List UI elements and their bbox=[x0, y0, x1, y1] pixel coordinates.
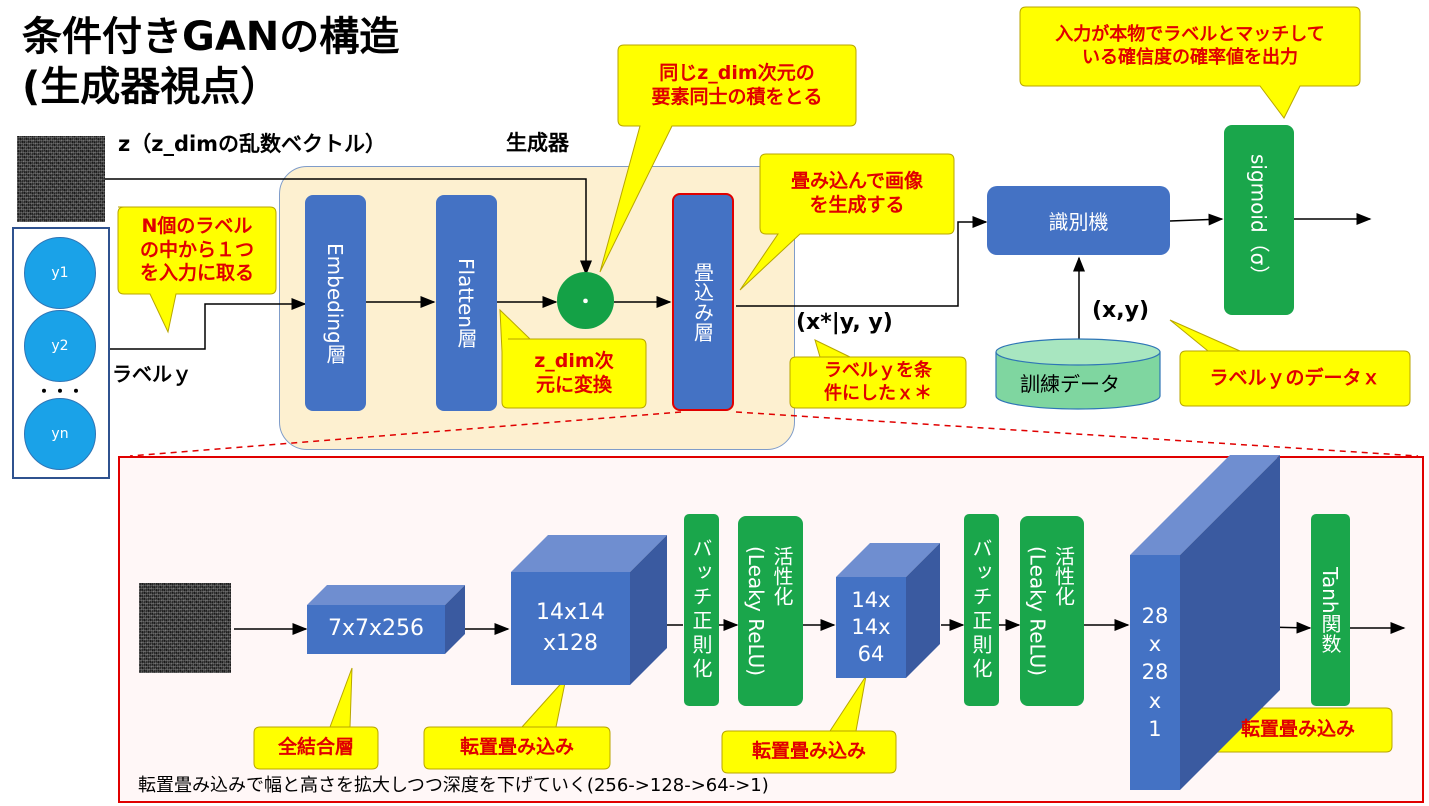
label-y-text: ラベルｙ bbox=[112, 362, 192, 386]
callout-fully-connected: 全結合層 bbox=[277, 736, 354, 759]
activation-label-1: 活性化 (Leaky ReLU) bbox=[744, 545, 794, 677]
callout-output-prob: 入力が本物でラベルとマッチして いる確信度の確率値を出力 bbox=[1055, 24, 1325, 68]
callout-n-labels: N個のラベル の中から１つ を入力に取る bbox=[139, 214, 254, 285]
label-item-y1: y1 bbox=[24, 237, 96, 309]
cube-14x14x64: 14x 14x 64 bbox=[836, 577, 906, 678]
batchnorm-label-2: バッチ正則化 bbox=[969, 538, 993, 682]
discriminator-box: 識別機 bbox=[987, 186, 1170, 255]
flatten-layer: Flatten層 bbox=[436, 195, 497, 411]
label-ellipsis: ・・・ bbox=[36, 382, 85, 401]
noise-image-input bbox=[139, 583, 231, 673]
sigmoid-box: sigmoid（σ） bbox=[1224, 125, 1294, 315]
noise-image-z bbox=[17, 136, 105, 222]
cube-7x7x256-label: 7x7x256 bbox=[327, 616, 425, 642]
callout-same-dim: 同じz_dim次元の 要素同士の積をとる bbox=[651, 61, 823, 108]
page-title: 条件付きGANの構造 (生成器視点） bbox=[22, 14, 400, 110]
activation-block-1: 活性化 (Leaky ReLU) bbox=[738, 516, 803, 706]
batchnorm-label-1: バッチ正則化 bbox=[689, 538, 713, 682]
activation-label-2: 活性化 (Leaky ReLU) bbox=[1025, 545, 1076, 677]
flatten-layer-label: Flatten層 bbox=[454, 258, 478, 348]
embedding-layer-label: Embeding層 bbox=[323, 242, 347, 364]
callout-z-dim-convert: z_dim次 元に変換 bbox=[534, 349, 614, 396]
callout-cond-x: ラベルｙを条 件にしたｘ＊ bbox=[824, 360, 932, 404]
xy-label: (x,y) bbox=[1092, 298, 1149, 323]
cube-14x14x128-label: 14x14 x128 bbox=[535, 599, 605, 656]
embedding-layer: Embeding層 bbox=[305, 195, 366, 411]
callout-tconv-1: 転置畳み込み bbox=[459, 736, 574, 759]
x-star-label: (x*|y, y) bbox=[796, 310, 893, 335]
batchnorm-block-1: バッチ正則化 bbox=[684, 514, 719, 706]
detail-caption: 転置畳み込みで幅と高さを拡大しつつ深度を下げていく(256->128->64->… bbox=[138, 775, 769, 796]
label-item-yn: yn bbox=[24, 398, 96, 470]
callout-tconv-3: 転置畳み込み bbox=[1240, 718, 1355, 741]
product-node: ・ bbox=[557, 272, 614, 329]
cube-7x7x256: 7x7x256 bbox=[307, 605, 445, 654]
tanh-block: Tanh関数 bbox=[1311, 514, 1350, 706]
discriminator-label: 識別機 bbox=[1048, 210, 1109, 234]
cube-14x14x64-label: 14x 14x 64 bbox=[851, 587, 891, 667]
tanh-label: Tanh関数 bbox=[1318, 566, 1342, 654]
product-symbol: ・ bbox=[576, 291, 595, 313]
conv-layer-label: 畳込み層 bbox=[690, 262, 715, 342]
conv-layer: 畳込み層 bbox=[672, 193, 734, 411]
callout-tconv-2: 転置畳み込み bbox=[751, 740, 866, 763]
train-data-cylinder bbox=[995, 338, 1161, 410]
train-data-label: 訓練データ bbox=[1020, 372, 1120, 396]
generator-label: 生成器 bbox=[506, 131, 569, 155]
z-label: z（z_dimの乱数ベクトル） bbox=[118, 132, 387, 156]
sigmoid-label: sigmoid（σ） bbox=[1246, 154, 1271, 286]
cube-28x28x1: 28 x 28 x 1 bbox=[1130, 555, 1180, 790]
activation-block-2: 活性化 (Leaky ReLU) bbox=[1020, 516, 1084, 706]
callout-conv-gen: 畳み込んで画像 を生成する bbox=[790, 170, 924, 216]
label-item-y2: y2 bbox=[24, 310, 96, 382]
cube-28x28x1-label: 28 x 28 x 1 bbox=[1141, 603, 1169, 742]
batchnorm-block-2: バッチ正則化 bbox=[964, 514, 999, 706]
cube-14x14x128: 14x14 x128 bbox=[511, 572, 630, 685]
callout-label-data: ラベルｙのデータｘ bbox=[1209, 366, 1381, 389]
